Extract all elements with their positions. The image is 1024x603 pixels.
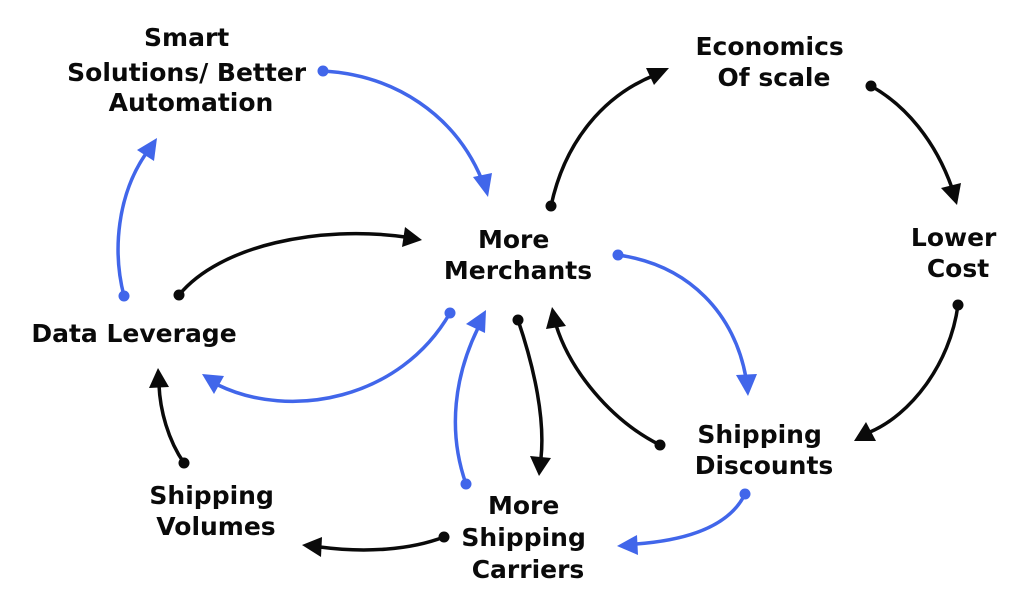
node-lower-cost: Lower Cost	[911, 223, 1005, 283]
node-economics-of-scale: Economics Of scale	[695, 32, 852, 92]
edge-shipping-discounts-to-more-shipping-carriers	[617, 488, 751, 555]
node-data-leverage: Data Leverage	[31, 319, 236, 348]
edge-smart-solutions-to-more-merchants	[317, 65, 492, 197]
node-shipping-volumes: Shipping Volumes	[149, 481, 282, 541]
edge-more-merchants-to-more-shipping-carriers	[512, 314, 551, 476]
node-more-shipping-carriers: More Shipping Carriers	[461, 491, 594, 584]
edge-more-merchants-to-data-leverage	[202, 307, 456, 403]
edge-more-shipping-carriers-to-more-merchants	[453, 310, 486, 490]
edge-data-leverage-to-smart-solutions	[116, 138, 157, 302]
nodes: Smart Solutions/ Better Automation Econo…	[31, 23, 1005, 584]
edges	[116, 65, 964, 557]
edge-data-leverage-to-more-merchants	[173, 227, 422, 301]
edge-more-merchants-to-shipping-discounts	[612, 249, 757, 396]
edge-shipping-discounts-to-more-merchants	[546, 307, 666, 451]
node-more-merchants: More Merchants	[444, 225, 592, 285]
edge-shipping-volumes-to-data-leverage	[149, 368, 190, 469]
node-shipping-discounts: Shipping Discounts	[695, 420, 834, 480]
edge-lower-cost-to-shipping-discounts	[854, 299, 964, 441]
edge-more-shipping-carriers-to-shipping-volumes	[302, 531, 450, 557]
node-smart-solutions: Smart Solutions/ Better Automation	[67, 23, 315, 117]
edge-economics-of-scale-to-lower-cost	[865, 80, 961, 205]
edge-more-merchants-to-economics-of-scale	[545, 68, 669, 212]
